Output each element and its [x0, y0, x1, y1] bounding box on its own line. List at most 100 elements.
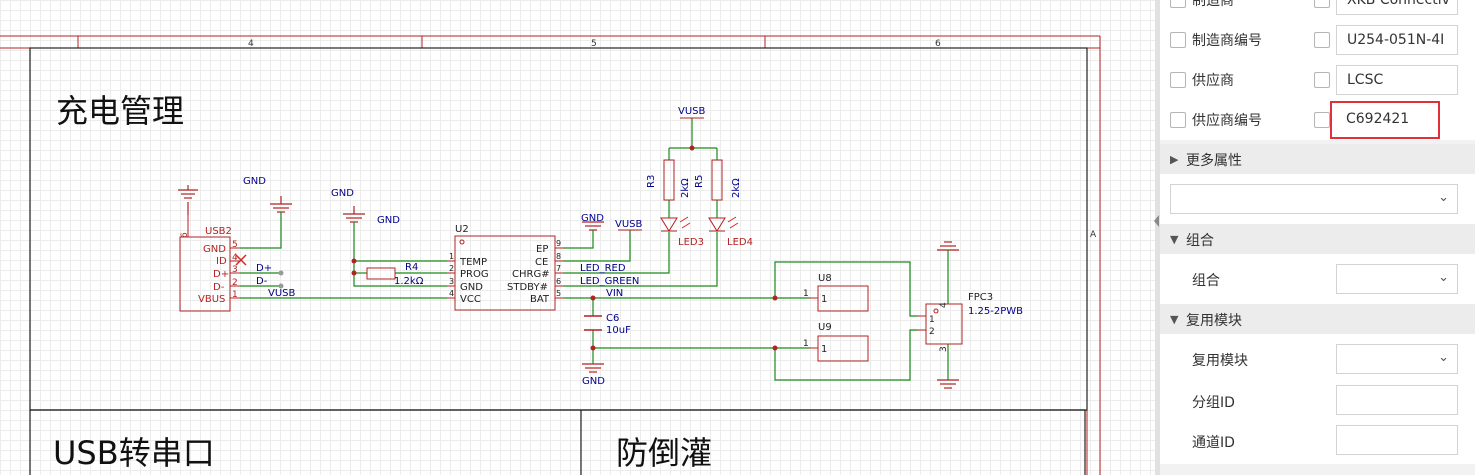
- prop-row-channel-id: 通道ID: [1160, 424, 1475, 464]
- fpc3-pin-1: 1: [929, 315, 935, 325]
- wire-junctions: [351, 145, 778, 351]
- net-led-red: LED_RED: [580, 263, 626, 274]
- resistor-r3[interactable]: R3 2kΩ: [646, 159, 691, 201]
- supplier-value-checkbox[interactable]: [1314, 72, 1330, 88]
- manufacturer-value-checkbox[interactable]: [1314, 0, 1330, 8]
- net-dminus: D-: [256, 276, 268, 287]
- led-led3[interactable]: LED3: [660, 216, 704, 248]
- prop-row-manufacturer-part: 制造商编号 U254-051N-4I: [1160, 20, 1475, 60]
- group-select[interactable]: ⌄: [1336, 264, 1458, 294]
- schematic-canvas[interactable]: 4 5 6 A USB2 6 GND ID D+ D- VBUS 5 4 3: [0, 0, 1155, 475]
- caret-down-icon: ▼: [1170, 233, 1179, 246]
- manufacturer-part-checkbox[interactable]: [1170, 32, 1186, 48]
- net-probe-points: [278, 270, 284, 289]
- connector-fpc3[interactable]: FPC3 1.25-2PWB 1 2 3 4: [918, 292, 1023, 352]
- usb2-pin-num-2: 2: [232, 278, 238, 288]
- channel-id-input[interactable]: [1336, 425, 1458, 455]
- u2-pin-chrg: CHRG#: [512, 269, 550, 280]
- usb2-pin-vbus: VBUS: [198, 294, 225, 305]
- fpc3-pin-4: 4: [939, 302, 949, 308]
- supplier-input[interactable]: LCSC: [1336, 65, 1458, 95]
- reuse-module-select[interactable]: ⌄: [1336, 344, 1458, 374]
- group-id-input[interactable]: [1336, 385, 1458, 415]
- gnd-label-3: GND: [377, 215, 400, 226]
- u9-pin-name: 1: [821, 344, 827, 355]
- gnd-label-1: GND: [243, 176, 266, 187]
- channel-id-label: 通道ID: [1192, 435, 1235, 451]
- manufacturer-input[interactable]: XKB Connectiv: [1336, 0, 1458, 15]
- vusb-symbols: [618, 117, 704, 231]
- component-u9[interactable]: U9 1 1: [803, 322, 869, 362]
- c6-designator: C6: [606, 313, 619, 324]
- manufacturer-part-input[interactable]: U254-051N-4I: [1336, 25, 1458, 55]
- u2-num-9: 9: [556, 239, 561, 248]
- u9-pin-num: 1: [803, 339, 809, 349]
- sheet-title-charging: 充电管理: [56, 92, 185, 130]
- led-led4[interactable]: LED4: [708, 216, 753, 248]
- prop-row-group: 组合 ⌄: [1160, 254, 1475, 304]
- vusb-label-2: VUSB: [678, 106, 706, 117]
- u2-num-1: 1: [449, 252, 454, 261]
- usb-connector-usb2[interactable]: USB2 6 GND ID D+ D- VBUS 5 4 3 2 1: [179, 215, 247, 312]
- r5-designator: R5: [694, 175, 705, 188]
- usb2-pin-num-5: 5: [232, 240, 238, 250]
- usb2-pin-id: ID: [216, 256, 227, 267]
- chevron-down-icon: ⌄: [1438, 190, 1449, 205]
- u8-designator: U8: [818, 273, 832, 284]
- reuse-section-label: 复用模块: [1186, 313, 1242, 329]
- led4-designator: LED4: [727, 237, 753, 248]
- section-group[interactable]: ▼ 组合: [1160, 224, 1475, 254]
- prop-row-reuse-module: 复用模块 ⌄: [1160, 334, 1475, 384]
- reuse-module-label: 复用模块: [1192, 353, 1248, 369]
- net-led-green: LED_GREEN: [580, 276, 639, 287]
- u2-pin-temp: TEMP: [459, 257, 487, 268]
- net-vin: VIN: [606, 288, 623, 299]
- panel-splitter[interactable]: [1155, 0, 1160, 475]
- r3-designator: R3: [646, 175, 657, 188]
- supplier-part-checkbox[interactable]: [1170, 112, 1186, 128]
- r5-value: 2kΩ: [731, 178, 742, 198]
- properties-panel: 制造商 XKB Connectiv 制造商编号 U254-051N-4I 供应商…: [1160, 0, 1475, 475]
- caret-down-icon: ▼: [1170, 313, 1179, 326]
- more-properties-select[interactable]: ⌄: [1170, 184, 1458, 214]
- supplier-part-value-checkbox[interactable]: [1314, 112, 1330, 128]
- schematic-drawing[interactable]: 4 5 6 A USB2 6 GND ID D+ D- VBUS 5 4 3: [0, 0, 1155, 475]
- usb2-pin-num-1: 1: [232, 290, 238, 300]
- collapse-arrow-icon[interactable]: [1154, 215, 1159, 227]
- manufacturer-part-label: 制造商编号: [1192, 33, 1262, 49]
- column-label-6: 6: [935, 39, 941, 49]
- fpc3-pin-2: 2: [929, 327, 935, 337]
- manufacturer-checkbox[interactable]: [1170, 0, 1186, 8]
- r3-value: 2kΩ: [680, 178, 691, 198]
- usb2-pin-num-3: 3: [232, 265, 238, 275]
- manufacturer-part-value-checkbox[interactable]: [1314, 32, 1330, 48]
- fpc3-value: 1.25-2PWB: [968, 306, 1023, 317]
- sheet-title-usb-serial: USB转串口: [53, 434, 215, 472]
- usb2-designator: USB2: [205, 226, 232, 237]
- section-reuse-module[interactable]: ▼ 复用模块: [1160, 304, 1475, 334]
- usb2-shield-pin: 6: [180, 232, 190, 238]
- gnd-label-2: GND: [331, 188, 354, 199]
- sheet-blocks: [29, 47, 1088, 475]
- section-more-properties[interactable]: ▶ 更多属性: [1160, 144, 1475, 174]
- resistor-r5[interactable]: R5 2kΩ: [694, 159, 742, 201]
- fpc3-pin-3: 3: [939, 346, 949, 352]
- group-label: 组合: [1192, 273, 1220, 289]
- u8-pin-name: 1: [821, 294, 827, 305]
- ic-u2[interactable]: U2 TEMP PROG GND VCC 1 2 3 4 EP CE CHRG#…: [447, 224, 563, 311]
- supplier-part-input[interactable]: C692421: [1330, 101, 1440, 139]
- net-vusb: VUSB: [268, 288, 296, 299]
- u2-num-4: 4: [449, 289, 454, 298]
- usb2-pin-dminus: D-: [213, 282, 225, 293]
- u2-designator: U2: [455, 224, 469, 235]
- capacitor-c6[interactable]: C6 10uF: [584, 313, 631, 336]
- component-u8[interactable]: U8 1 1: [803, 273, 869, 312]
- supplier-checkbox[interactable]: [1170, 72, 1186, 88]
- vusb-label-1: VUSB: [615, 219, 643, 230]
- u2-pin-ce: CE: [535, 257, 548, 268]
- usb2-pin-dplus: D+: [213, 269, 229, 280]
- row-label-a: A: [1090, 230, 1097, 240]
- resistor-r4[interactable]: R4 1.2kΩ: [366, 262, 424, 287]
- more-properties-label: 更多属性: [1186, 153, 1242, 169]
- no-connect-icon: [235, 254, 247, 266]
